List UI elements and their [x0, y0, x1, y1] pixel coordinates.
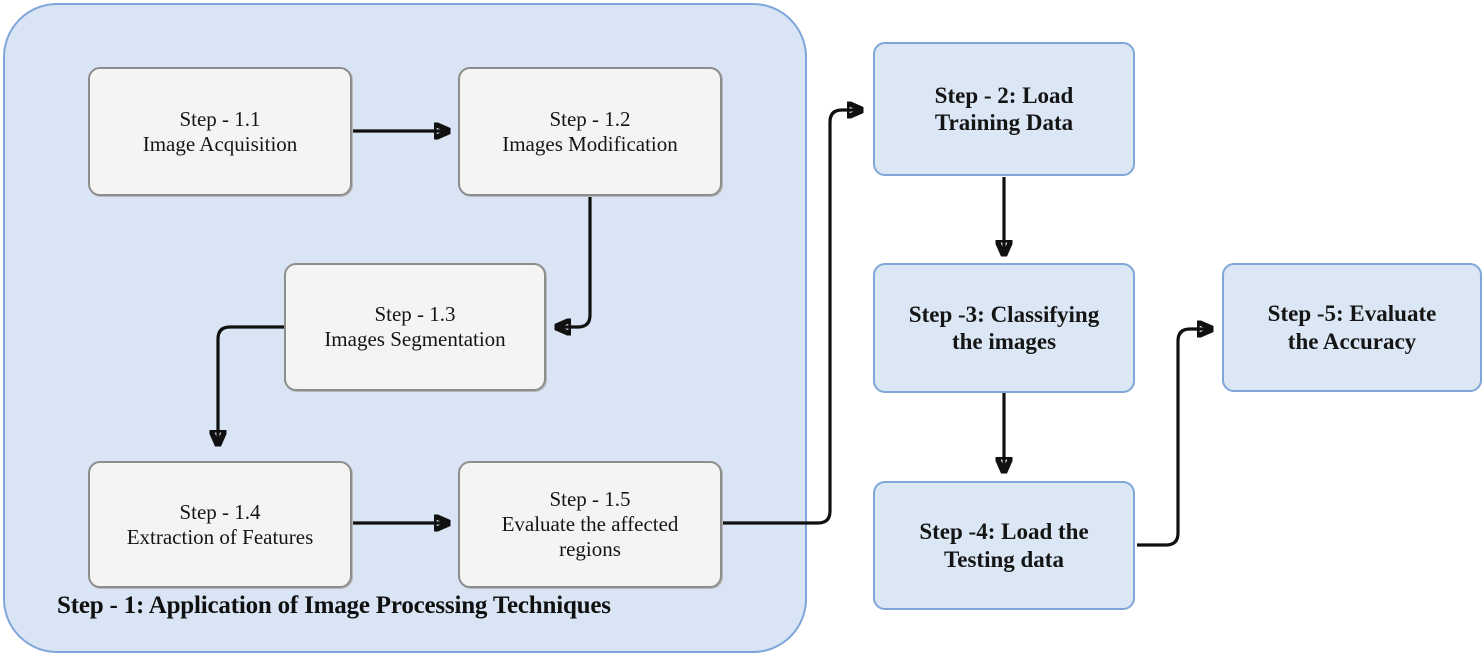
node-step-1-4-label: Step - 1.4 Extraction of Features	[126, 499, 314, 549]
node-step-3-label: Step -3: Classifying the images	[908, 301, 1100, 354]
node-step-1-3[interactable]: Step - 1.3 Images Segmentation	[284, 263, 546, 391]
edge-step-4-to-step-5	[1137, 329, 1212, 547]
node-step-2-label: Step - 2: Load Training Data	[934, 82, 1074, 135]
node-step-3[interactable]: Step -3: Classifying the images	[873, 263, 1135, 393]
node-step-4-label: Step -4: Load the Testing data	[919, 519, 1089, 572]
node-step-5[interactable]: Step -5: Evaluate the Accuracy	[1222, 263, 1482, 392]
node-step-5-label: Step -5: Evaluate the Accuracy	[1267, 301, 1437, 354]
node-step-2[interactable]: Step - 2: Load Training Data	[873, 42, 1135, 176]
node-step-1-1[interactable]: Step - 1.1 Image Acquisition	[88, 67, 352, 196]
node-step-4[interactable]: Step -4: Load the Testing data	[873, 481, 1135, 610]
step-1-group-caption: Step - 1: Application of Image Processin…	[57, 592, 611, 619]
node-step-1-5-label: Step - 1.5 Evaluate the affected regions	[501, 487, 679, 561]
node-step-1-4[interactable]: Step - 1.4 Extraction of Features	[88, 461, 352, 588]
node-step-1-1-label: Step - 1.1 Image Acquisition	[142, 106, 298, 156]
node-step-1-2-label: Step - 1.2 Images Modification	[502, 106, 678, 156]
node-step-1-2[interactable]: Step - 1.2 Images Modification	[458, 67, 722, 196]
node-step-1-3-label: Step - 1.3 Images Segmentation	[324, 302, 506, 351]
node-step-1-5[interactable]: Step - 1.5 Evaluate the affected regions	[458, 461, 722, 588]
